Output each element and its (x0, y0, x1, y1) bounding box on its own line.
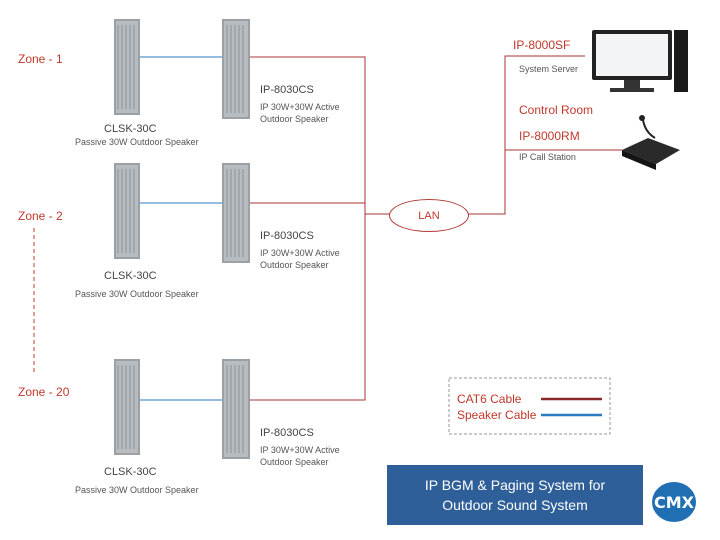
control-room-label: Control Room (519, 103, 594, 117)
active-desc-zone1: IP 30W+30W Active Outdoor Speaker (260, 102, 340, 124)
call-station-icon (622, 115, 680, 170)
call-station-model: IP-8000RM (519, 129, 580, 143)
passive-speaker-zone2 (114, 163, 140, 259)
active-speaker-zone2 (222, 163, 250, 263)
passive-speaker-zone1 (114, 19, 140, 115)
active-model-zone1: IP-8030CS (260, 84, 314, 96)
server-label: System Server (519, 64, 579, 74)
lan-label: LAN (418, 209, 440, 222)
title-line-2: Outdoor Sound System (442, 497, 588, 513)
passive-model-zone1: CLSK-30C (104, 123, 157, 135)
legend-cat6-label: CAT6 Cable (457, 392, 522, 406)
call-station-desc: IP Call Station (519, 152, 576, 162)
active-model-zone2: IP-8030CS (260, 230, 314, 242)
passive-desc-zone20: Passive 30W Outdoor Speaker (75, 485, 199, 495)
active-model-zone20: IP-8030CS (260, 427, 314, 439)
server-model: IP-8000SF (513, 38, 571, 52)
legend-speaker-label: Speaker Cable (457, 408, 537, 422)
zone-2-label: Zone - 2 (18, 209, 63, 223)
passive-model-zone20: CLSK-30C (104, 466, 157, 478)
lan-node: LAN (389, 199, 469, 232)
legend-box (448, 377, 611, 435)
passive-desc-zone2: Passive 30W Outdoor Speaker (75, 289, 199, 299)
active-desc-zone20: IP 30W+30W Active Outdoor Speaker (260, 445, 340, 467)
cat6-lan-right (466, 55, 585, 215)
active-speaker-zone1 (222, 19, 250, 119)
zone-20-label: Zone - 20 (18, 385, 70, 399)
cmx-logo: CMX (652, 482, 696, 522)
computer-icon (592, 30, 688, 92)
zone-1-label: Zone - 1 (18, 52, 63, 66)
cmx-logo-text: CMX (654, 492, 694, 512)
diagram-title: IP BGM & Paging System for Outdoor Sound… (387, 465, 643, 525)
cat6-zone1 (250, 56, 366, 401)
passive-desc-zone1: Passive 30W Outdoor Speaker (75, 137, 199, 147)
active-speaker-zone20 (222, 359, 250, 459)
title-line-1: IP BGM & Paging System for (424, 477, 606, 493)
passive-speaker-zone20 (114, 359, 140, 455)
active-desc-zone2: IP 30W+30W Active Outdoor Speaker (260, 248, 340, 270)
passive-model-zone2: CLSK-30C (104, 270, 157, 282)
